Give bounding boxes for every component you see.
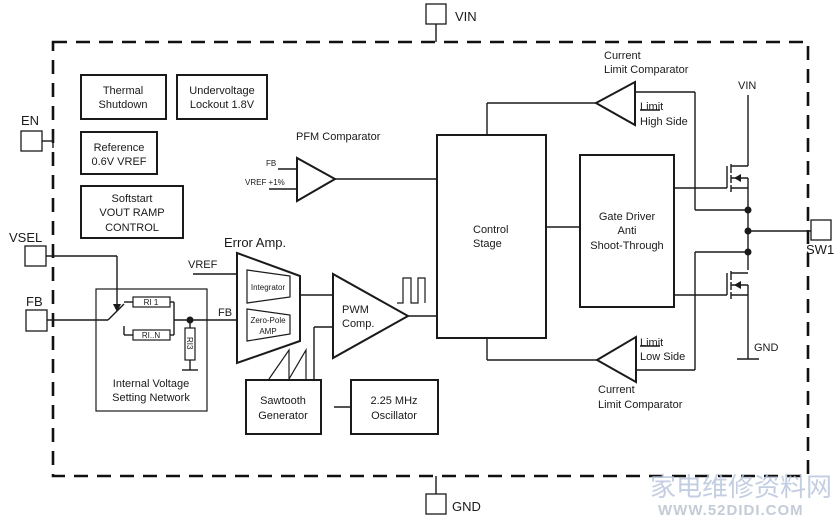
uvlo-block: Undervoltage Lockout 1.8V (176, 74, 268, 120)
svg-text:Control: Control (473, 224, 508, 236)
pin-vin-top: VIN (425, 3, 477, 42)
pin-en-pad (20, 130, 43, 152)
svg-text:Integrator: Integrator (251, 283, 286, 292)
svg-text:Shoot-Through: Shoot-Through (590, 240, 663, 252)
oscillator-block: 2.25 MHz Oscillator (350, 379, 439, 435)
svg-text:CONTROL: CONTROL (105, 222, 159, 234)
svg-text:Current: Current (598, 384, 635, 396)
ic-boundary (51, 40, 810, 478)
svg-text:0.6V VREF: 0.6V VREF (91, 156, 146, 168)
sawtooth-waveform-icon (268, 347, 307, 382)
pin-en-label: EN (21, 113, 39, 128)
pwm-comparator: PWM Comp. (313, 272, 437, 379)
svg-text:Limit: Limit (640, 337, 663, 349)
svg-text:Zero-Pole: Zero-Pole (250, 316, 286, 325)
svg-text:VREF: VREF (188, 259, 218, 271)
svg-text:VIN: VIN (738, 80, 756, 92)
pin-vsel-pad (24, 245, 47, 267)
svg-text:Softstart: Softstart (112, 193, 153, 205)
pwm-waveform-icon (397, 277, 426, 304)
current-limit-low-side: Limit Low Side Current Limit Comparator (486, 251, 748, 411)
voltage-setting-network: RI 1 RI..N RI3 Internal Voltage Setting … (46, 255, 236, 412)
power-stage: VIN (674, 80, 811, 360)
svg-text:家电维修资料网: 家电维修资料网 (650, 473, 832, 503)
svg-text:Undervoltage: Undervoltage (189, 85, 254, 97)
pin-gnd-bottom: GND (425, 476, 481, 515)
svg-text:FB: FB (266, 159, 276, 168)
svg-text:VOUT RAMP: VOUT RAMP (99, 207, 164, 219)
svg-text:Generator: Generator (258, 410, 308, 422)
pin-fb-label: FB (26, 294, 43, 309)
svg-text:Lockout 1.8V: Lockout 1.8V (190, 99, 255, 111)
junction-dot (744, 248, 752, 256)
sawtooth-generator-block: Sawtooth Generator (245, 379, 322, 435)
svg-text:Limit: Limit (640, 101, 663, 113)
pin-fb: FB (25, 294, 48, 332)
pin-vsel-label: VSEL (9, 230, 42, 245)
svg-text:Setting Network: Setting Network (112, 392, 190, 404)
svg-text:AMP: AMP (259, 327, 276, 336)
pin-vin-label: VIN (455, 9, 477, 24)
thermal-shutdown-block: Thermal Shutdown (80, 74, 167, 120)
svg-text:Oscillator: Oscillator (371, 410, 417, 422)
pin-vsel: VSEL (9, 230, 47, 267)
pfm-triangle (296, 156, 338, 203)
pfm-comparator: PFM Comparator FB VREF +1% (245, 131, 437, 203)
svg-text:Thermal: Thermal (103, 85, 143, 97)
integrator-block (246, 269, 291, 304)
pin-en: EN (20, 113, 54, 152)
svg-text:High Side: High Side (640, 116, 688, 128)
svg-text:VREF +1%: VREF +1% (245, 178, 285, 187)
svg-text:Gate Driver: Gate Driver (599, 211, 656, 223)
low-side-mosfet-icon (674, 271, 749, 299)
pin-sw1-label: SW1 (806, 242, 834, 257)
pin-gnd-pad (425, 493, 447, 515)
junction-dot (744, 206, 752, 214)
current-limit-high-side: Current Limit Comparator Limit High Side (486, 50, 748, 211)
error-amplifier: Error Amp. VREF Integrator Zero-Pole AMP (188, 235, 333, 365)
error-amp-title: Error Amp. (224, 235, 286, 250)
pfm-title: PFM Comparator (296, 131, 381, 143)
svg-text:Reference: Reference (94, 142, 145, 154)
svg-text:Sawtooth: Sawtooth (260, 395, 306, 407)
pin-sw1: SW1 (806, 219, 834, 257)
svg-text:RI 1: RI 1 (144, 298, 159, 307)
softstart-block: Softstart VOUT RAMP CONTROL (80, 185, 184, 239)
svg-text:Limit Comparator: Limit Comparator (604, 64, 689, 76)
svg-text:PWM: PWM (342, 304, 369, 316)
svg-text:RI..N: RI..N (142, 331, 160, 340)
svg-text:FB: FB (218, 307, 232, 319)
pin-fb-pad (25, 309, 48, 332)
svg-text:Comp.: Comp. (342, 318, 374, 330)
svg-text:GND: GND (754, 342, 779, 354)
svg-text:RI3: RI3 (185, 337, 194, 350)
svg-text:Current: Current (604, 50, 641, 62)
svg-text:Shutdown: Shutdown (99, 99, 148, 111)
svg-text:Anti: Anti (618, 225, 637, 237)
zero-pole-amp-block (246, 308, 291, 342)
reference-block: Reference 0.6V VREF (80, 131, 158, 175)
pin-gnd-label: GND (452, 499, 481, 514)
svg-text:Internal Voltage: Internal Voltage (113, 378, 189, 390)
gate-driver-block: Gate Driver Anti Shoot-Through (579, 154, 675, 308)
svg-text:2.25 MHz: 2.25 MHz (370, 395, 417, 407)
watermark: 家电维修资料网 WWW.52DIDI.COM (650, 473, 832, 519)
high-side-mosfet-icon (674, 164, 749, 192)
control-stage-block: Control Stage (436, 134, 547, 339)
svg-text:Limit Comparator: Limit Comparator (598, 399, 683, 411)
svg-text:Stage: Stage (473, 238, 502, 250)
svg-text:Low Side: Low Side (640, 351, 685, 363)
pin-sw1-pad (810, 219, 832, 241)
pin-vin-pad (425, 3, 447, 25)
svg-text:WWW.52DIDI.COM: WWW.52DIDI.COM (658, 502, 804, 519)
